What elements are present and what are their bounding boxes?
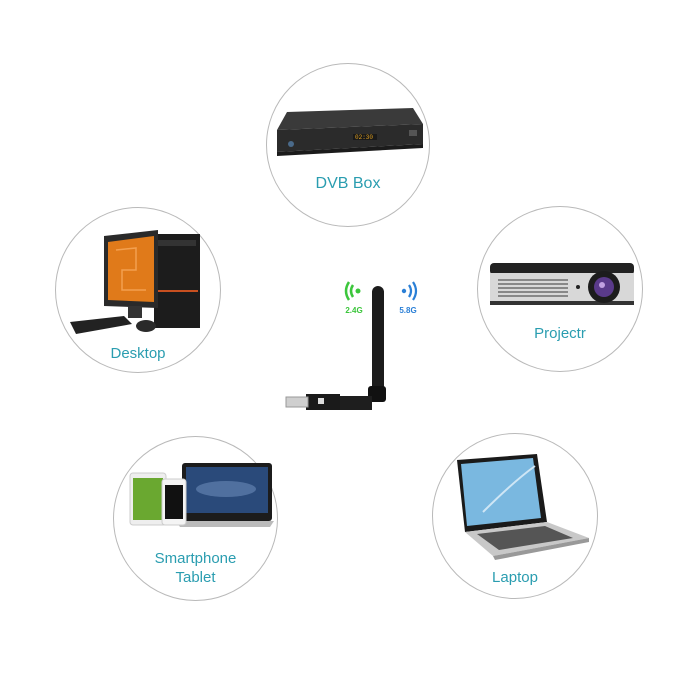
projector-circle: Projectr	[477, 206, 643, 372]
laptop-label: Laptop	[492, 569, 538, 586]
band-58g-label: 5.8G	[399, 306, 417, 315]
smartphone-tablet-icon	[129, 463, 274, 527]
dvb-box-icon: 02:30	[277, 108, 423, 156]
projector-label: Projectr	[534, 325, 586, 342]
laptop-circle: Laptop	[432, 433, 598, 599]
laptop-icon	[457, 454, 589, 560]
svg-text:02:30: 02:30	[355, 134, 373, 141]
dvb-box-circle: 02:30 DVB Box	[266, 63, 430, 227]
band-24g-label: 2.4G	[345, 306, 363, 315]
wifi-signal-icon	[344, 281, 361, 301]
wifi-signal-icon	[401, 281, 418, 301]
usb-wifi-adapter	[282, 282, 392, 418]
dvb-box-label: DVB Box	[315, 175, 381, 192]
smartphone-label: Smartphone	[154, 550, 237, 567]
smartphone-tablet-circle: Smartphone Tablet	[113, 436, 278, 601]
usb-adapter-icon	[285, 286, 386, 410]
desktop-label: Desktop	[110, 345, 166, 362]
projector-icon	[490, 263, 634, 305]
tablet-label: Tablet	[175, 569, 216, 586]
desktop-circle: Desktop	[55, 207, 221, 373]
band-58g-badge: 5.8G	[394, 281, 422, 319]
desktop-icon	[70, 230, 200, 334]
band-24g-badge: 2.4G	[339, 281, 369, 319]
